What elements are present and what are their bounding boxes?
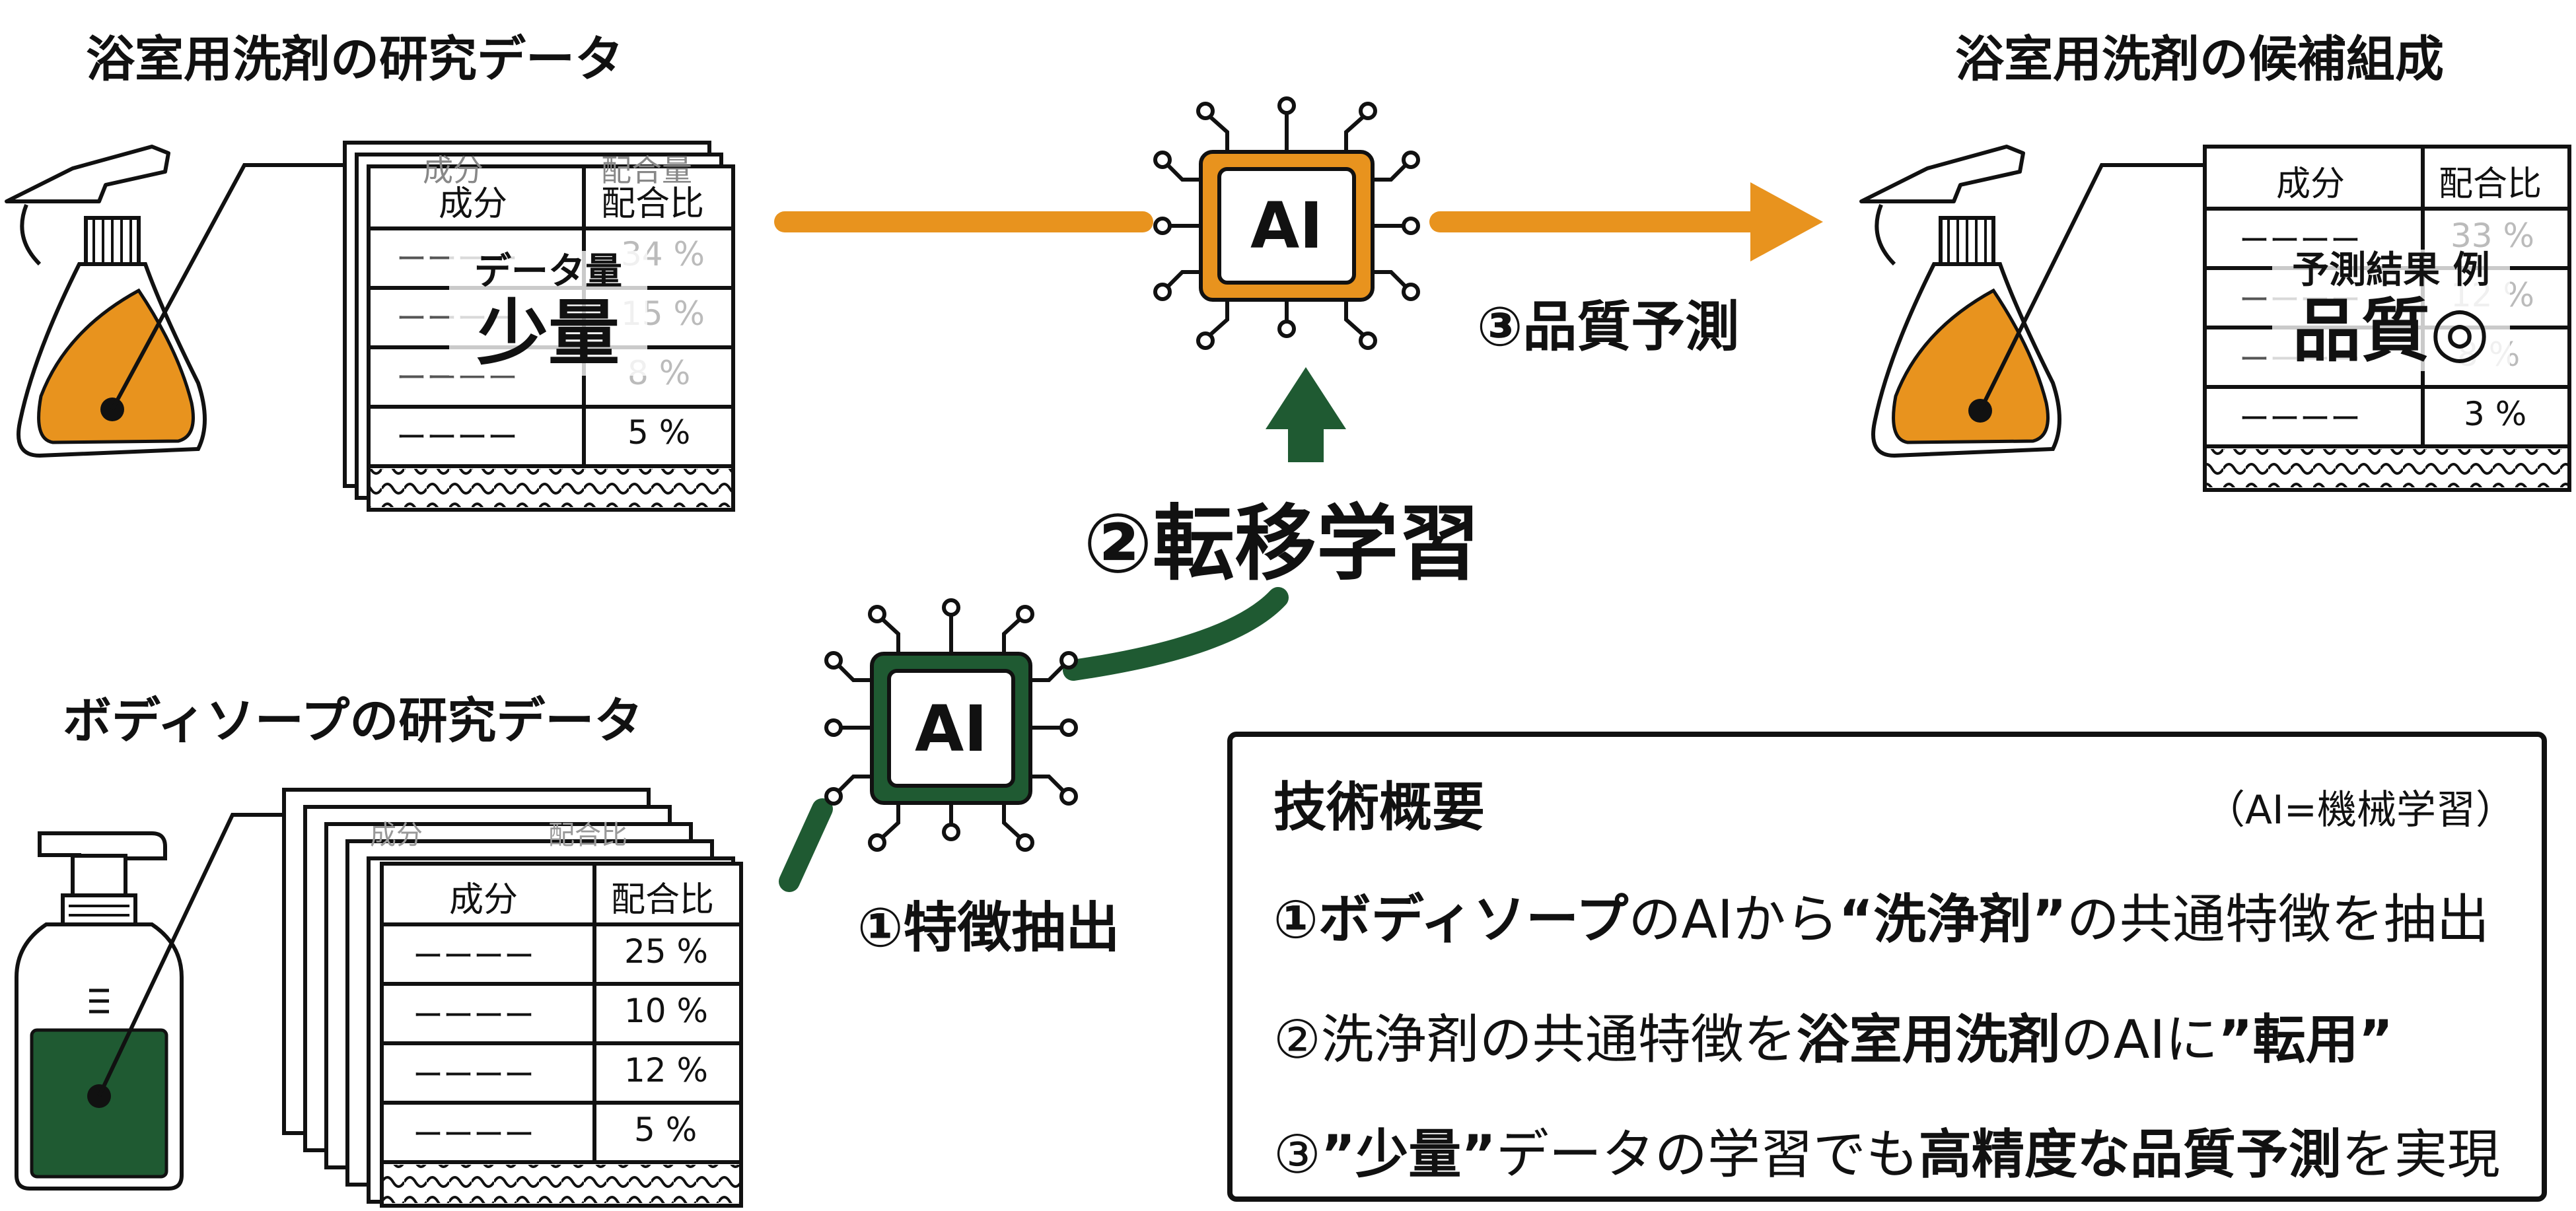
step-extract-label: ①特徴抽出	[857, 897, 1120, 959]
summary-line-1: ①ボディソープのAIから“洗浄剤”の共通特徴を抽出	[1273, 877, 2489, 953]
cell-ratio: 12 %	[624, 1051, 709, 1090]
summary-note: （AI=機械学習）	[2205, 787, 2515, 833]
cell-ratio: 25 %	[624, 932, 709, 971]
summary-line-3-text-c: データの学習でも	[1495, 1124, 1919, 1185]
arrow-green-curve	[1063, 587, 1289, 681]
title-left-top: 浴室用洗剤の研究データ	[86, 31, 624, 88]
data-sheet-left-bottom	[282, 788, 743, 1208]
title-left-bottom: ボディソープの研究データ	[63, 693, 643, 749]
overlay-big-text: 品質◎	[2292, 291, 2490, 372]
back-header-ratio: 配合比	[548, 820, 627, 850]
header-component: 成分	[449, 880, 519, 920]
arrow-orange-right	[1429, 182, 1823, 261]
header-ratio: 配合比	[611, 880, 715, 920]
summary-line-2-text-a: ②洗浄剤の共通特徴を	[1273, 1009, 1797, 1070]
cell-ratio: 33 %	[2451, 217, 2535, 255]
ai-chip-top-label: AI	[1250, 189, 1323, 263]
summary-line-3-bold-d: 高精度な品質予測	[1918, 1124, 2342, 1185]
summary-line-1-text-b: のAIから	[1628, 889, 1839, 950]
cell-name: ーーーー	[413, 1117, 534, 1152]
cell-ratio: 5 %	[627, 413, 691, 452]
summary-line-2-bold-b: 浴室用洗剤	[1796, 1009, 2061, 1070]
cell-name: ーーーー	[413, 998, 534, 1033]
title-right-top: 浴室用洗剤の候補組成	[1955, 31, 2444, 88]
summary-line-2-bold-d: ”転用”	[2218, 1009, 2394, 1070]
overlay-data-amount: データ量 少量	[449, 250, 647, 376]
summary-line-3-text-a: ③	[1273, 1124, 1321, 1185]
header-ratio: 配合比	[2439, 164, 2542, 204]
overlay-small-text: 予測結果 例	[2292, 249, 2490, 292]
ai-chip-bottom-label: AI	[914, 692, 987, 766]
cell-name: ーーーー	[396, 419, 518, 455]
back-header-amount: 配合量	[601, 153, 692, 188]
step-predict-label: ③品質予測	[1477, 296, 1740, 359]
header-component: 成分	[2276, 164, 2345, 204]
summary-line-1-text-d: の共通特徴を抽出	[2066, 889, 2489, 950]
arrow-green-up	[1266, 367, 1346, 462]
overlay-prediction: 予測結果 例 品質◎	[2272, 249, 2510, 372]
summary-line-3-bold-b: ”少量”	[1320, 1124, 1496, 1185]
summary-box: 技術概要 （AI=機械学習） ①ボディソープのAIから“洗浄剤”の共通特徴を抽出…	[1227, 732, 2547, 1202]
summary-line-3: ③”少量”データの学習でも高精度な品質予測を実現	[1273, 1112, 2500, 1189]
overlay-big-text: 少量	[476, 293, 620, 376]
data-sheet-left-top	[343, 141, 735, 512]
cell-ratio: 3 %	[2464, 395, 2527, 433]
cell-name: ーーーー	[2239, 401, 2361, 436]
header-ratio: 配合比	[601, 184, 705, 224]
cell-name: ーーーー	[413, 1057, 534, 1093]
summary-title: 技術概要	[1273, 777, 1485, 838]
arrow-green-lower	[779, 798, 833, 892]
back-header-component: 成分	[370, 820, 423, 850]
summary-line-2: ②洗浄剤の共通特徴を浴室用洗剤のAIに”転用”	[1273, 997, 2393, 1074]
spray-bottle-icon-left	[5, 145, 343, 458]
back-header-component: 成分	[423, 153, 483, 188]
ai-chip-bottom-icon	[824, 598, 1078, 852]
pump-bottle-icon	[15, 813, 285, 1191]
summary-line-1-bold-c: “洗浄剤”	[1838, 889, 2067, 950]
header-component: 成分	[439, 184, 508, 224]
cell-ratio: 5 %	[634, 1111, 698, 1149]
summary-line-3-text-e: を実現	[2341, 1124, 2500, 1185]
summary-line-2-text-c: のAIに	[2060, 1009, 2219, 1070]
cell-ratio: 10 %	[624, 992, 709, 1030]
step-transfer-label: ②転移学習	[1083, 497, 1480, 592]
summary-line-1-bold-a: ①ボディソープ	[1273, 889, 1629, 950]
ai-chip-top-icon	[1153, 96, 1420, 350]
spray-bottle-icon-right	[1859, 145, 2205, 458]
overlay-small-text: データ量	[474, 250, 622, 293]
cell-name: ーーーー	[413, 938, 534, 974]
